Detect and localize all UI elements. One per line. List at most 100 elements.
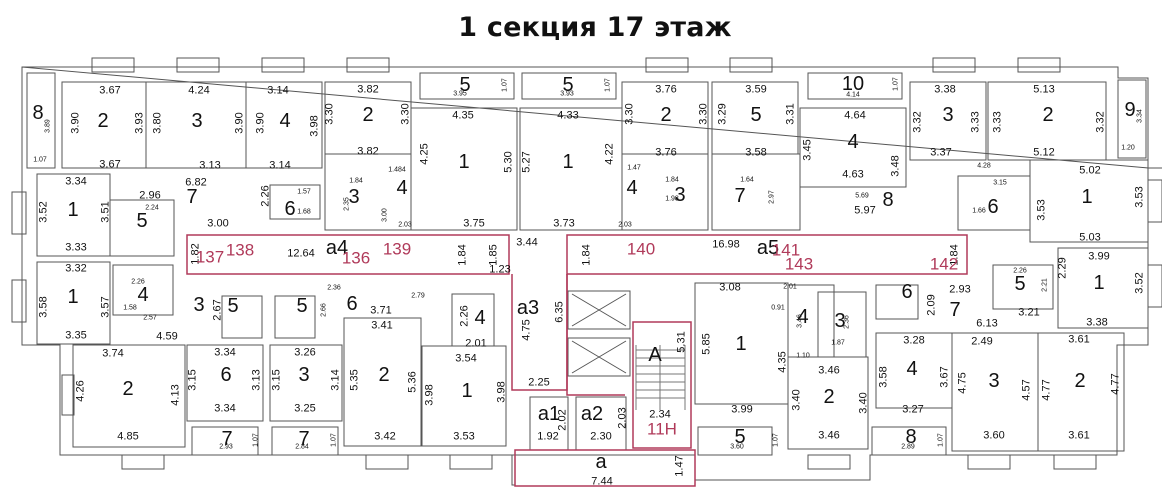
room-number: 2 [97, 110, 109, 132]
dimension-label: 1.68 [297, 208, 311, 216]
dimension-label: 4.77 [1040, 379, 1053, 401]
dimension-label: 3.15 [186, 369, 199, 391]
common-area-label: a5 [756, 237, 780, 259]
dimension-label: 1.92 [537, 430, 559, 443]
room-number: 4 [474, 307, 486, 329]
dimension-label: 1.57 [297, 188, 311, 196]
dimension-label: 1.98 [665, 195, 679, 203]
common-area-number: 136 [341, 248, 371, 268]
dimension-label: 3.53 [1133, 186, 1146, 208]
dimension-label: 1.10 [796, 352, 810, 360]
room-number: 2 [122, 378, 134, 400]
common-area-label: a4 [325, 237, 349, 259]
room-number: 7 [734, 185, 746, 207]
room-number: 7 [949, 299, 961, 321]
dimension-label: 3.14 [329, 369, 342, 391]
dimension-label: 3.67 [938, 366, 951, 388]
dimension-label: 3.82 [357, 145, 379, 158]
dimension-label: 3.27 [902, 403, 924, 416]
dimension-label: 4.35 [452, 109, 474, 122]
dimension-label: 1.64 [740, 176, 754, 184]
room-number: 5 [227, 295, 239, 317]
dimension-label: 1.84 [456, 244, 469, 266]
dimension-label: 3.33 [65, 241, 87, 254]
room-number: 5 [734, 426, 746, 448]
dimension-label: 2.03 [616, 407, 629, 429]
dimension-label: 3.75 [463, 217, 485, 230]
common-area-label: А [648, 344, 662, 366]
dimension-label: 3.34 [65, 175, 87, 188]
dimension-label: 2.26 [1013, 267, 1027, 275]
room-number: 6 [220, 364, 232, 386]
dimension-label: 2.03 [398, 221, 412, 229]
dimension-label: 1.20 [1121, 144, 1135, 152]
dimension-label: 4.33 [557, 109, 579, 122]
room-number: 2 [1042, 104, 1054, 126]
room-number: 4 [626, 177, 638, 199]
dimension-label: 4.64 [844, 109, 866, 122]
dimension-label: 3.99 [731, 403, 753, 416]
dimension-label: 3.71 [370, 304, 392, 317]
dimension-label: 3.38 [1086, 316, 1108, 329]
dimension-label: 3.53 [453, 430, 475, 443]
dimension-label: 1.84 [349, 177, 363, 185]
dimension-label: 3.52 [37, 201, 50, 223]
dimension-label: 3.82 [357, 83, 379, 96]
dimension-label: 2.93 [949, 283, 971, 296]
dimension-label: 3.95 [453, 90, 467, 98]
dimension-label: 5.02 [1079, 164, 1101, 177]
dimension-label: 3.15 [993, 179, 1007, 187]
dimension-label: 3.93 [560, 90, 574, 98]
dimension-label: 16.98 [712, 238, 740, 251]
dimension-label: 2.97 [768, 190, 776, 204]
dimension-label: 3.15 [270, 369, 283, 391]
dimension-label: 4.26 [74, 380, 87, 402]
dimension-label: 2.96 [139, 189, 161, 202]
dimension-label: 3.33 [991, 111, 1004, 133]
room-number: 1 [67, 199, 79, 221]
dimension-label: 3.99 [1088, 250, 1110, 263]
common-area-number: 139 [382, 239, 412, 259]
dimension-label: 3.61 [1068, 429, 1090, 442]
common-area-label: a1 [537, 403, 561, 425]
dimension-label: 1.84 [665, 176, 679, 184]
dimension-label: 2.36 [327, 284, 341, 292]
dimension-label: 3.58 [745, 146, 767, 159]
dimension-label: 2.34 [649, 408, 671, 421]
dimension-label: 3.89 [44, 119, 52, 133]
dimension-label: 5.85 [700, 333, 713, 355]
dimension-label: 1.07 [330, 433, 338, 447]
dimension-label: 3.98 [308, 115, 321, 137]
room-number: 9 [1124, 99, 1136, 121]
dimension-label: 2.35 [343, 197, 351, 211]
dimension-label: 2.01 [465, 337, 487, 350]
dimension-label: 3.93 [133, 112, 146, 134]
dimension-label: 3.30 [399, 103, 412, 125]
dimension-label: 3.34 [1136, 109, 1144, 123]
dimension-label: 3.34 [214, 402, 236, 415]
room-number: 1 [1093, 272, 1105, 294]
dimension-label: 2.79 [411, 292, 425, 300]
dimension-label: 3.34 [214, 346, 236, 359]
dimension-label: 3.38 [934, 83, 956, 96]
dimension-label: 3.00 [207, 217, 229, 230]
dimension-label: 1.58 [123, 304, 137, 312]
room-number: 2 [660, 104, 672, 126]
dimension-label: 1.07 [772, 433, 780, 447]
room-number: 6 [346, 293, 358, 315]
room-number: 3 [942, 104, 954, 126]
dimension-label: 3.58 [37, 296, 50, 318]
dimension-label: 5.31 [675, 331, 688, 353]
dimension-label: 3.30 [697, 103, 710, 125]
dimension-label: 5.36 [406, 371, 419, 393]
room-number: 4 [847, 131, 859, 153]
room-number: 5 [750, 104, 762, 126]
room-number: 3 [674, 184, 686, 206]
dimension-label: 1.07 [937, 433, 945, 447]
common-area-number: 137 [195, 247, 225, 267]
dimension-label: 1.484 [388, 166, 406, 174]
dimension-label: 1.23 [489, 263, 511, 276]
dimension-label: 3.53 [1035, 199, 1048, 221]
common-area-number: 138 [225, 240, 255, 260]
